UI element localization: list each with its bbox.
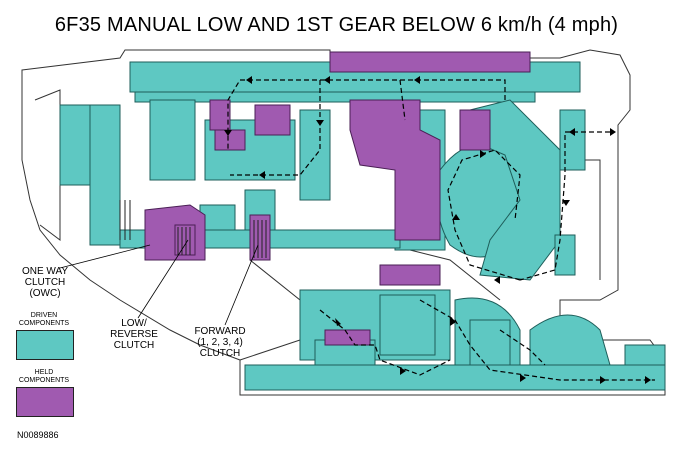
flow-arrowheads xyxy=(224,76,651,384)
output-shaft xyxy=(134,91,536,103)
driven-legend-swatch xyxy=(16,330,74,360)
center-support xyxy=(349,99,441,241)
front-drum xyxy=(59,104,91,186)
forward-clutch-callout: FORWARD (1, 2, 3, 4) CLUTCH xyxy=(194,326,246,359)
clutch-plates xyxy=(119,200,267,258)
figure-id: N0089886 xyxy=(17,430,59,440)
callout-leaders xyxy=(59,239,259,326)
driven-components xyxy=(59,61,666,391)
held-components xyxy=(144,51,531,346)
owc-callout: ONE WAY CLUTCH (OWC) xyxy=(21,266,69,299)
page-title: 6F35 MANUAL LOW AND 1ST GEAR BELOW 6 km/… xyxy=(54,14,619,36)
forward-clutch-pack xyxy=(249,214,271,261)
held-legend-label: HELD COMPONENTS xyxy=(18,369,70,384)
driven-legend-label: DRIVEN COMPONENTS xyxy=(18,312,70,327)
upper-held-housing xyxy=(329,51,531,73)
held-legend-swatch xyxy=(16,387,74,417)
low-reverse-clutch-callout: LOW/ REVERSE CLUTCH xyxy=(110,318,158,351)
